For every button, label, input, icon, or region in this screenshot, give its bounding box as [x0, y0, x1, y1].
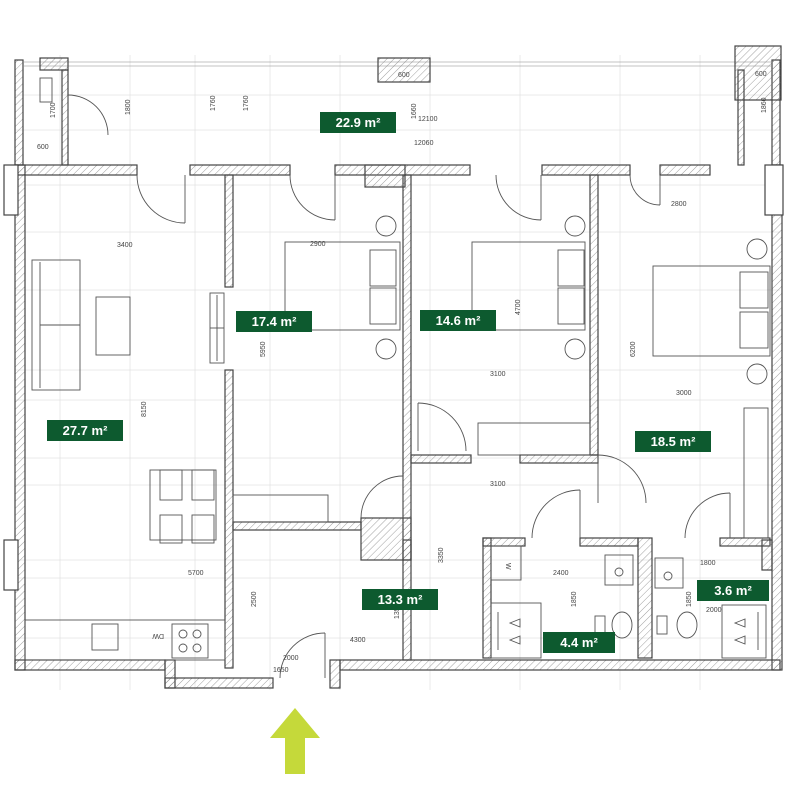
- dimension-label: 4700: [515, 299, 522, 315]
- dimension-label: 3100: [490, 371, 506, 378]
- dimension-label: 3400: [117, 242, 133, 249]
- dimension-label: 1660: [411, 103, 418, 119]
- area-text: 18.5 m²: [651, 434, 696, 449]
- dimension-label: 600: [398, 72, 410, 79]
- dimension-label: 1760: [210, 95, 217, 111]
- dimension-label: 3100: [490, 481, 506, 488]
- dimension-label: 1650: [273, 667, 289, 674]
- dimension-label: 3350: [438, 547, 445, 563]
- grid-lines: [15, 55, 780, 690]
- area-text: 13.3 m²: [378, 592, 423, 607]
- area-text: 27.7 m²: [63, 423, 108, 438]
- area-text: 14.6 m²: [436, 313, 481, 328]
- area-text: 4.4 m²: [560, 635, 598, 650]
- dimension-label: 1850: [686, 591, 693, 607]
- entrance-arrow-icon: [270, 708, 320, 774]
- dimension-label: 1800: [125, 99, 132, 115]
- area-text: 22.9 m²: [336, 115, 381, 130]
- dimension-label: 1700: [50, 102, 57, 118]
- area-labels: 22.9 m² 27.7 m² 17.4 m² 14.6 m² 18.5 m² …: [47, 112, 769, 653]
- dimension-label: 2500: [251, 591, 258, 607]
- living-furniture: DW: [24, 259, 226, 661]
- area-label-balcony: 22.9 m²: [320, 112, 396, 133]
- dimension-label: 1860: [761, 97, 768, 113]
- bath-fixtures: W: [490, 545, 767, 659]
- area-label-bedroom2: 14.6 m²: [420, 310, 496, 331]
- area-label-bath2: 3.6 m²: [697, 580, 769, 601]
- dimension-label: 2900: [310, 241, 326, 248]
- area-label-bedroom1: 17.4 m²: [236, 311, 312, 332]
- area-label-living: 27.7 m²: [47, 420, 123, 441]
- bedroom-furniture: [232, 215, 771, 539]
- dimension-label: 3000: [676, 390, 692, 397]
- area-text: 3.6 m²: [714, 583, 752, 598]
- dimension-label: 12100: [418, 116, 438, 123]
- dimension-label: 2800: [671, 201, 687, 208]
- dimension-label: 8150: [141, 401, 148, 417]
- dimension-label: 12060: [414, 140, 434, 147]
- balcony: [14, 45, 782, 166]
- dimension-label: 6200: [630, 341, 637, 357]
- dimension-label: 2000: [706, 607, 722, 614]
- dimension-label: 600: [37, 144, 49, 151]
- dimension-label: 600: [755, 71, 767, 78]
- dimension-label: 2400: [553, 570, 569, 577]
- dimension-label: 4300: [350, 637, 366, 644]
- dimension-label: 5700: [188, 570, 204, 577]
- outer-walls: [3, 164, 784, 689]
- dimension-label: 5950: [260, 341, 267, 357]
- dimension-labels: 600 1700 1800 1760 1760 1660 12100 12060…: [37, 71, 768, 674]
- dimension-label: 1850: [571, 591, 578, 607]
- dimension-label: 2000: [283, 655, 299, 662]
- dimension-label: 1350: [394, 603, 401, 619]
- dimension-label: 1800: [700, 560, 716, 567]
- dishwasher-label: DW: [152, 632, 164, 639]
- doors: [136, 174, 731, 679]
- area-label-hall: 13.3 m²: [362, 589, 438, 610]
- dimension-label: 1760: [243, 95, 250, 111]
- washer-label: W: [504, 563, 511, 570]
- area-label-bath1: 4.4 m²: [543, 632, 615, 653]
- area-text: 17.4 m²: [252, 314, 297, 329]
- area-label-bedroom3: 18.5 m²: [635, 431, 711, 452]
